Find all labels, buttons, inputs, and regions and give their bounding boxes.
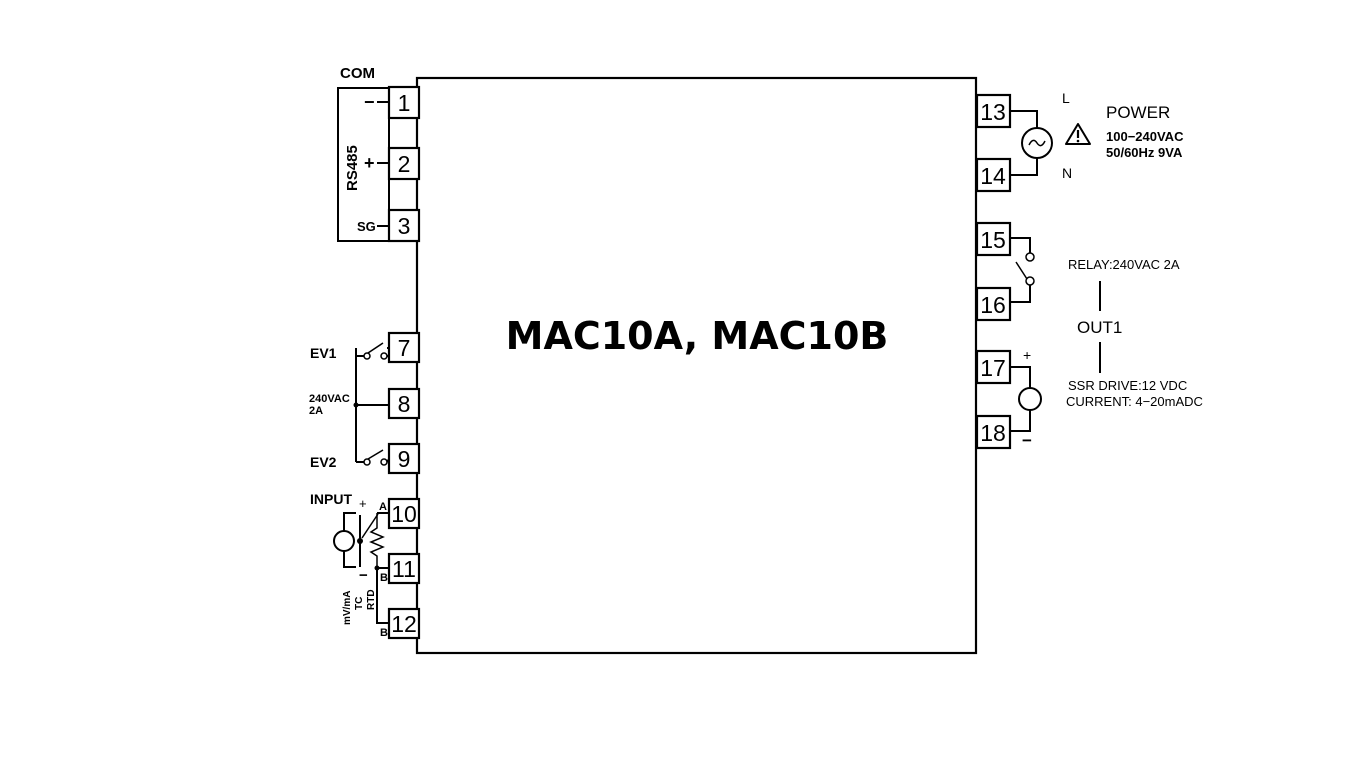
terminal-16: 16 [975, 286, 1012, 322]
input-type-mvma: mV/mA [342, 591, 353, 625]
svg-text:11: 11 [392, 556, 416, 582]
svg-text:2: 2 [398, 151, 411, 177]
out1-plus-label: + [1023, 347, 1031, 363]
input-b2-label: B [380, 627, 388, 639]
svg-text:15: 15 [980, 227, 1006, 253]
out1-minus-label: − [1022, 431, 1032, 450]
svg-text:1: 1 [398, 90, 411, 116]
input-b1-label: B [380, 572, 388, 584]
power-spec-line1: 100−240VAC [1106, 129, 1184, 144]
terminal-3: 3 [387, 208, 421, 243]
terminal-18: 18 [975, 414, 1012, 450]
svg-text:9: 9 [398, 446, 411, 472]
rs485-label: RS485 [344, 145, 361, 191]
input-type-rtd: RTD [366, 589, 377, 610]
power-section: L N POWER 100−240VAC 50/60Hz 9VA [1010, 90, 1184, 181]
right-terminal-block: 13 14 15 16 17 18 [975, 93, 1012, 450]
ssr-drive-label: SSR DRIVE:12 VDC [1068, 378, 1187, 393]
com-minus-label: − [364, 92, 375, 112]
event-outputs-section: EV1 EV2 240VAC 2A [309, 342, 390, 470]
warning-icon [1065, 123, 1091, 145]
out1-label: OUT1 [1077, 318, 1122, 337]
terminal-9: 9 [387, 442, 421, 475]
com-label: COM [340, 65, 375, 82]
svg-text:13: 13 [980, 99, 1006, 125]
relay-spec-label: RELAY:240VAC 2A [1068, 257, 1180, 272]
terminal-7: 7 [387, 331, 421, 364]
terminal-11: 11 [387, 552, 421, 585]
terminal-13: 13 [975, 93, 1012, 129]
rtd-resistor-symbol [369, 513, 385, 568]
event-rating-line1: 240VAC [309, 393, 350, 405]
ev1-label: EV1 [310, 345, 337, 361]
input-plus-label: + [359, 496, 367, 511]
terminal-15: 15 [975, 221, 1012, 257]
power-spec-line2: 50/60Hz 9VA [1106, 145, 1183, 160]
svg-text:18: 18 [980, 420, 1006, 446]
ssr-source-symbol [1018, 387, 1042, 411]
event-rating-line2: 2A [309, 405, 323, 417]
svg-text:17: 17 [980, 355, 1006, 381]
power-l-label: L [1062, 90, 1070, 106]
device-title: MAC10A, MAC10B [506, 314, 889, 358]
left-terminal-block: 1 2 3 7 8 9 10 11 [387, 85, 421, 640]
input-minus-label: − [359, 567, 368, 584]
svg-text:3: 3 [398, 213, 411, 239]
terminal-14: 14 [975, 157, 1012, 193]
out1-section: + − RELAY:240VAC 2A OUT1 SSR DRIVE:12 VD… [1010, 237, 1203, 450]
current-spec-label: CURRENT: 4−20mADC [1066, 394, 1203, 409]
com-rs485-section: COM RS485 − + SG [337, 65, 390, 242]
svg-text:14: 14 [980, 163, 1006, 189]
svg-text:7: 7 [398, 335, 411, 361]
terminal-17: 17 [975, 349, 1012, 385]
input-label: INPUT [310, 491, 352, 507]
input-section: INPUT + − A B B mV/mA TC RTD [310, 491, 389, 639]
input-type-tc: TC [354, 597, 365, 610]
device-body [415, 76, 978, 655]
power-label: POWER [1106, 103, 1170, 122]
svg-text:12: 12 [391, 611, 417, 637]
terminal-8: 8 [387, 387, 421, 420]
svg-text:10: 10 [391, 501, 417, 527]
ev2-label: EV2 [310, 454, 337, 470]
svg-text:8: 8 [398, 391, 411, 417]
terminal-10: 10 [387, 497, 421, 530]
com-plus-label: + [364, 153, 375, 173]
input-a-label: A [379, 501, 387, 513]
com-sg-label: SG [357, 219, 376, 234]
terminal-12: 12 [387, 607, 421, 640]
svg-text:16: 16 [980, 292, 1006, 318]
terminal-2: 2 [387, 146, 421, 181]
power-n-label: N [1062, 165, 1072, 181]
input-source-symbol [333, 530, 355, 552]
terminal-1: 1 [387, 85, 421, 120]
